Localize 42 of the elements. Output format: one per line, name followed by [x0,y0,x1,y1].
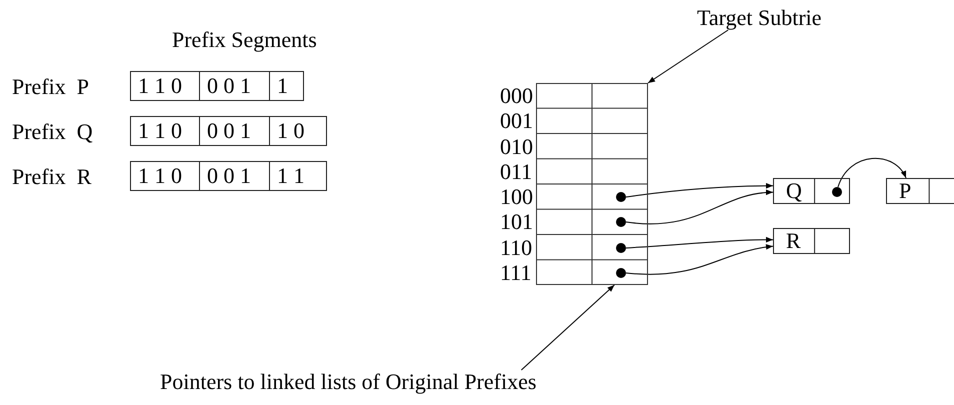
arrow [626,190,774,224]
row-index: 011 [500,160,532,184]
bit-segment: 1 1 0 [130,161,200,191]
prefix-label: Prefix Q [12,120,93,144]
arrow [838,158,906,188]
bit-segment: 1 0 [269,116,327,146]
node-letter: R [786,229,801,253]
bit-segment: 0 0 1 [199,71,270,101]
arrow [626,183,774,198]
bit-segment: 0 0 1 [199,116,270,146]
row-index: 110 [500,236,532,260]
pointer-dot [832,187,842,197]
section-heading: Prefix Segments [172,28,317,52]
caption-text: Pointers to linked lists of Original Prefixes [160,370,536,394]
list-node [773,228,850,254]
prefix-label: Prefix R [12,165,92,189]
list-node [773,178,850,204]
pointer-dot [616,192,626,202]
pointer-dot [616,217,626,227]
arrow [626,244,774,275]
row-index: 000 [500,84,533,108]
pointer-dot [616,243,626,253]
arrow [626,236,774,248]
bit-segment: 1 [269,71,304,101]
arrow [520,284,615,370]
bit-segment: 1 1 0 [130,71,200,101]
pointer-dot [616,268,626,278]
node-letter: Q [786,179,802,203]
subtrie-table [536,83,648,285]
bit-segment: 0 0 1 [199,161,270,191]
row-index: 001 [500,109,533,134]
arrow [648,30,729,84]
prefix-label: Prefix P [12,75,89,99]
node-letter: P [899,179,912,203]
row-index: 111 [500,260,532,285]
row-index: 010 [500,134,533,158]
row-index: 100 [500,185,533,209]
caption-text: Target Subtrie [697,6,822,30]
row-index: 101 [500,210,533,234]
list-node [886,178,954,204]
bit-segment: 1 1 0 [130,116,200,146]
bit-segment: 1 1 [269,161,327,191]
